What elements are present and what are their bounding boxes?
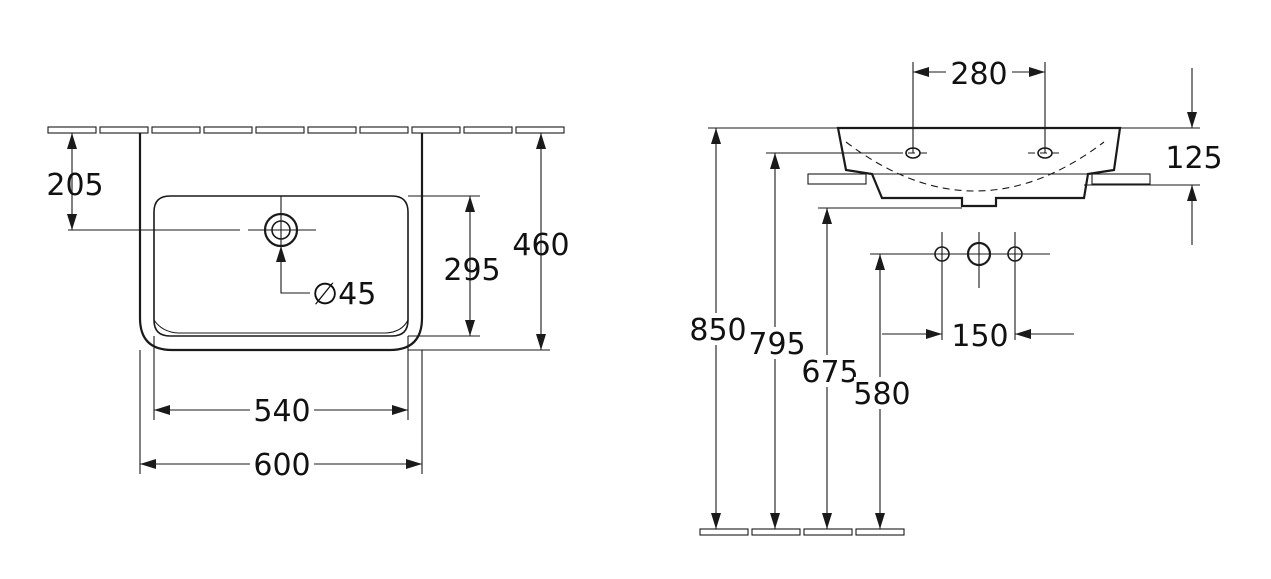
right-bracket [1091,173,1151,185]
dim-295: 295 [408,195,501,337]
left-bracket [807,173,867,185]
dim-600: 600 [139,350,423,483]
dim-label-580: 580 [853,377,910,412]
dim-label-295: 295 [443,253,500,288]
dim-540: 540 [153,336,409,429]
dim-675: 675 [801,207,962,529]
dim-795: 795 [748,152,900,529]
wall-line [47,126,565,134]
dim-label-205: 205 [46,168,103,203]
dim-label-540: 540 [253,394,310,429]
dim-label-600: 600 [253,448,310,483]
basin-bowl-front-edge [153,319,409,334]
basin-bowl [153,195,409,337]
dim-label-125: 125 [1165,141,1222,176]
dim-150: 150 [882,319,1074,354]
dim-label-460: 460 [512,228,569,263]
drain [68,196,316,294]
floor-line [699,528,905,536]
dim-label-795: 795 [748,327,805,362]
dim-205: 205 [46,133,104,230]
dim-460: 460 [408,133,570,351]
basin-side-profile [836,126,1122,208]
dim-580: 580 [853,254,912,529]
basin-bowl-dashed [845,141,1105,192]
dim-125: 125 [1084,68,1223,245]
dim-label-150: 150 [951,319,1008,354]
waste-outlet [870,232,1050,340]
dim-label-675: 675 [801,355,858,390]
dim-label-280: 280 [950,57,1007,92]
tap-holes [896,147,1062,159]
dim-280: 280 [912,55,1046,153]
dim-850: 850 [689,127,838,529]
dim-label-diameter-45: ∅45 [312,277,376,312]
dim-label-850: 850 [689,313,746,348]
front-view: 205 ∅45 295 460 540 [46,126,570,483]
side-view: 280 125 850 795 [689,55,1223,536]
basin-outline [138,133,424,352]
